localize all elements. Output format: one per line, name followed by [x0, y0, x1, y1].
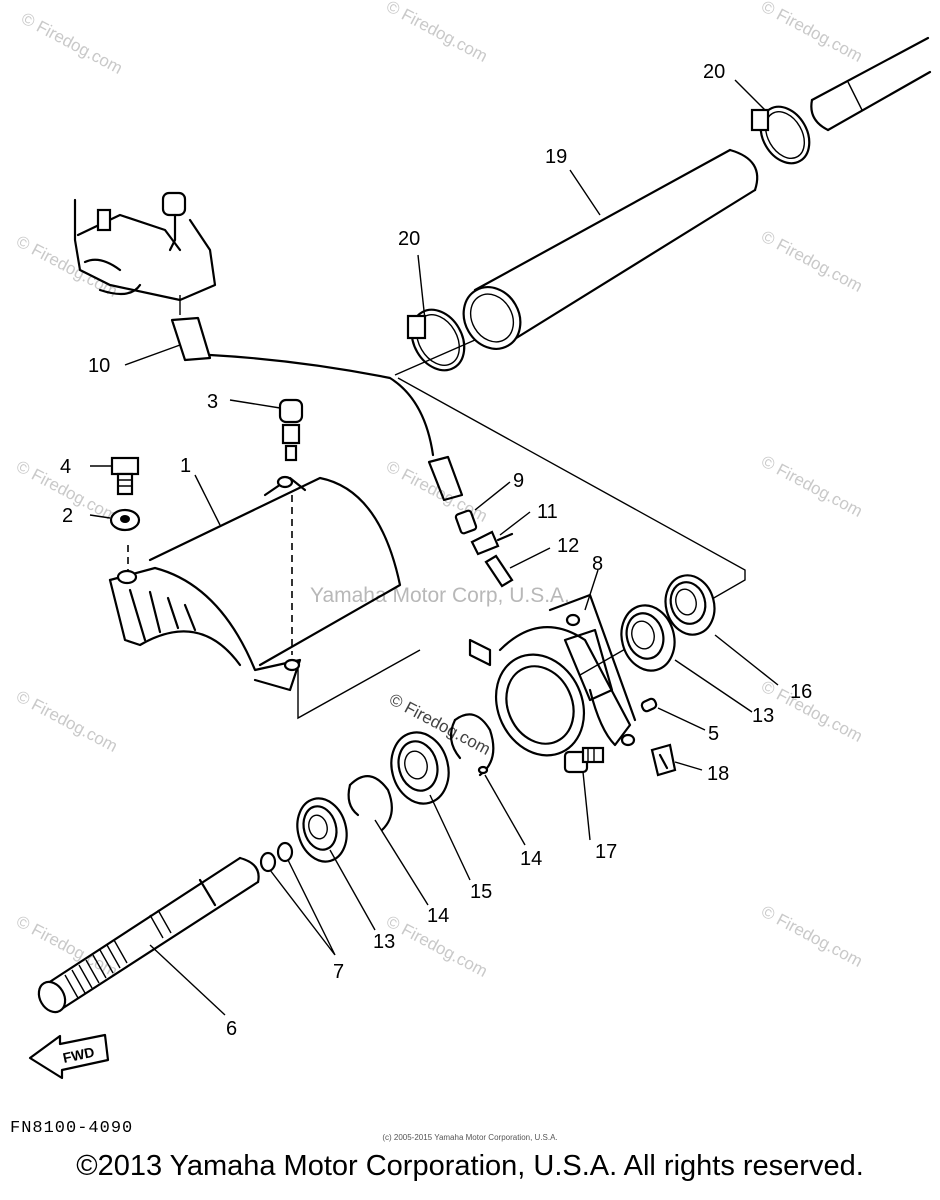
- callout-19: 19: [545, 146, 567, 168]
- callout-17: 17: [595, 841, 617, 863]
- copyright-notice: ©2013 Yamaha Motor Corporation, U.S.A. A…: [76, 1150, 864, 1182]
- fwd-label: FWD: [61, 1044, 96, 1066]
- callout-8: 8: [592, 553, 603, 575]
- part-11-nipple: [470, 530, 514, 556]
- watermark-text: © Firedog.com: [758, 0, 866, 66]
- callout-7: 7: [333, 961, 344, 983]
- watermark-text: © Firedog.com: [383, 457, 491, 526]
- callout-18: 18: [707, 763, 729, 785]
- part-14-circlip-lower: [347, 775, 393, 832]
- callout-9: 9: [513, 470, 524, 492]
- callout-10: 10: [88, 355, 110, 377]
- part-3-fitting: [278, 398, 304, 462]
- part-4-bolt: [110, 456, 140, 496]
- part-19-tube: [462, 148, 759, 350]
- part-10-hose: [170, 295, 464, 502]
- part-2-washer: [109, 508, 141, 532]
- watermark-text: © Firedog.com: [18, 9, 126, 78]
- watermark-text: © Firedog.com: [758, 902, 866, 971]
- callout-2: 2: [62, 505, 73, 527]
- drive-shaft-upper: [810, 36, 932, 132]
- part-20-clamp-upper: [750, 105, 811, 165]
- callout-11: 11: [537, 501, 558, 523]
- callout-12: 12: [557, 535, 579, 557]
- part-7-o-rings: [259, 841, 294, 873]
- part-18-clip: [650, 743, 677, 777]
- part-16-bearing: [664, 574, 716, 636]
- part-12-nipple: [484, 554, 514, 588]
- part-20-clamp-lower: [406, 308, 466, 372]
- diagram-code: FN8100-4090: [10, 1119, 133, 1138]
- fwd-arrow-icon: FWD: [28, 1033, 110, 1080]
- engine-fragment: [73, 191, 217, 302]
- callout-15: 15: [470, 881, 492, 903]
- part-14-circlip-upper: [449, 713, 495, 777]
- callout-4: 4: [60, 456, 71, 478]
- part-15-bearing: [390, 731, 450, 805]
- callout-5: 5: [708, 723, 719, 745]
- callout-16: 16: [790, 681, 812, 703]
- watermark-text: © Firedog.com: [758, 452, 866, 521]
- callout-6: 6: [226, 1018, 237, 1040]
- part-8-bearing-housing: [468, 593, 637, 757]
- part-13-bearing-right: [620, 604, 676, 672]
- part-5-pin: [640, 697, 658, 713]
- leader-lines: [89, 79, 779, 1016]
- callout-20-upper: 20: [703, 61, 725, 83]
- center-watermark: Yamaha Motor Corp, U.S.A.: [310, 584, 570, 607]
- callout-numbers: 20 19 20 10 3 4 1 2 9 11 12 8 16 13 5 18…: [60, 61, 812, 1040]
- callout-13-left: 13: [373, 931, 395, 953]
- small-copyright: (c) 2005-2015 Yamaha Motor Corporation, …: [382, 1133, 558, 1142]
- watermark-text: © Firedog.com: [383, 0, 491, 66]
- watermark-text: © Firedog.com: [13, 687, 121, 756]
- callout-13-right: 13: [752, 705, 774, 727]
- callout-14-lower: 14: [427, 905, 449, 927]
- part-17-bolt: [563, 746, 605, 774]
- callout-3: 3: [207, 391, 218, 413]
- part-1-cover: [108, 475, 402, 692]
- part-9-sleeve: [454, 509, 478, 535]
- callout-14-upper: 14: [520, 848, 542, 870]
- callout-1: 1: [180, 455, 191, 477]
- callout-20-lower: 20: [398, 228, 420, 250]
- watermark-text: © Firedog.com: [758, 227, 866, 296]
- part-13-bearing-left: [296, 797, 348, 863]
- part-6-drive-shaft: [37, 856, 260, 1014]
